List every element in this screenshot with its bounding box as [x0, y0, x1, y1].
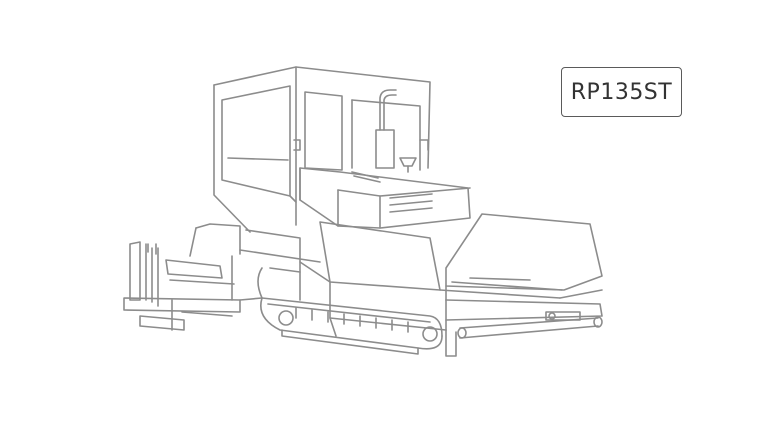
model-badge: RP135ST [561, 67, 682, 117]
push-roller [457, 311, 603, 339]
track [257, 267, 443, 355]
hopper [319, 213, 603, 301]
screed [123, 223, 263, 331]
engine-hood [299, 89, 471, 229]
canopy [213, 66, 431, 233]
lower-frame [329, 317, 457, 357]
